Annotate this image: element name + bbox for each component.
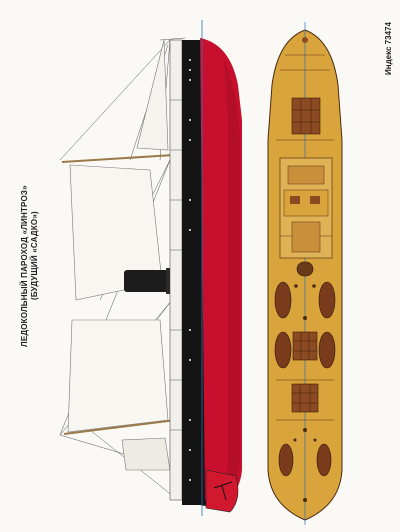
deck-boats (274, 281, 336, 477)
funnel (124, 270, 172, 292)
ship-title: ЛЕДОКОЛЬНЫЙ ПАРОХОД «ЛИНТРОЗ» (20, 185, 29, 347)
yard-fore (61, 154, 175, 163)
hatch-aft (291, 383, 319, 413)
hatch-fore (291, 97, 321, 135)
sail-bottom (121, 437, 171, 471)
sail-lower (67, 319, 169, 433)
funnel-top (296, 261, 314, 277)
yard-aft (63, 419, 177, 435)
rudder (205, 469, 239, 513)
deck-plan (267, 22, 343, 525)
hatch-mid (292, 331, 318, 361)
side-elevation (59, 20, 242, 516)
sail-top (136, 39, 169, 151)
ship-subtitle: (БУДУЩИЙ «САДКО») (30, 211, 39, 300)
index-label: Индекс 73474 (384, 22, 393, 75)
superstructure (169, 39, 183, 501)
deckhouse (279, 157, 333, 259)
